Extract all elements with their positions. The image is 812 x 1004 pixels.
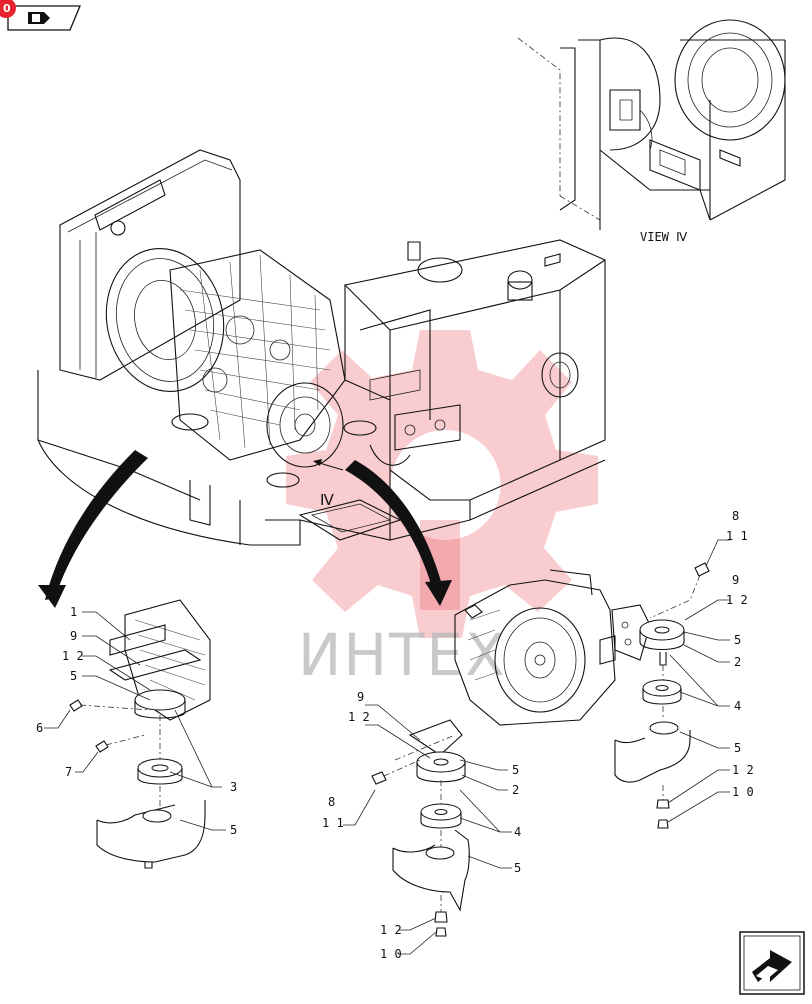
watermark-text: ИНТЕХ xyxy=(298,621,507,689)
callout-5: 5 xyxy=(514,861,521,875)
next-page-arrow-icon[interactable] xyxy=(739,931,805,995)
center-leaders xyxy=(343,704,512,955)
right-leaders xyxy=(667,539,730,823)
callout-5: 5 xyxy=(230,823,237,837)
svg-text:0: 0 xyxy=(3,2,11,15)
callout-2: 2 xyxy=(734,655,741,669)
callout-5: 5 xyxy=(512,763,519,777)
machine-frame xyxy=(37,149,606,546)
callout-12: 1 2 xyxy=(62,649,84,663)
callout-5: 5 xyxy=(70,669,77,683)
left-mount-detail xyxy=(69,599,211,869)
view-marker-arrowhead xyxy=(313,459,322,466)
left-leaders xyxy=(44,611,226,831)
callout-11: 1 1 xyxy=(322,816,344,830)
callout-10: 1 0 xyxy=(732,785,754,799)
callout-5: 5 xyxy=(734,633,741,647)
callout-11: 1 1 xyxy=(726,529,748,543)
view-label: VIEW Ⅳ xyxy=(640,230,687,244)
view-marker: Ⅳ xyxy=(320,491,334,509)
center-detail-arrowhead xyxy=(425,580,452,606)
callout-5: 5 xyxy=(734,741,741,755)
callout-4: 4 xyxy=(514,825,521,839)
left-detail-arrowhead xyxy=(38,585,66,608)
callout-12: 1 2 xyxy=(732,763,754,777)
callout-1: 1 xyxy=(70,605,77,619)
right-mount-stack xyxy=(611,562,710,829)
view-iv-inset xyxy=(517,19,786,230)
callout-2: 2 xyxy=(512,783,519,797)
callout-12: 1 2 xyxy=(380,923,402,937)
callout-10: 1 0 xyxy=(380,947,402,961)
bellhousing-detail xyxy=(454,569,616,726)
callout-7: 7 xyxy=(65,765,72,779)
center-mount-stack xyxy=(371,719,470,937)
callout-12: 1 2 xyxy=(726,593,748,607)
callout-8: 8 xyxy=(328,795,335,809)
callout-9: 9 xyxy=(732,573,739,587)
callout-9: 9 xyxy=(357,690,364,704)
left-detail-arrow xyxy=(45,450,148,600)
callout-9: 9 xyxy=(70,629,77,643)
page-badge: 0 xyxy=(0,0,16,18)
callout-6: 6 xyxy=(36,721,43,735)
callout-3: 3 xyxy=(230,780,237,794)
callout-4: 4 xyxy=(734,699,741,713)
callout-12: 1 2 xyxy=(348,710,370,724)
callout-8: 8 xyxy=(732,509,739,523)
book-arrow-icon[interactable] xyxy=(7,5,81,31)
